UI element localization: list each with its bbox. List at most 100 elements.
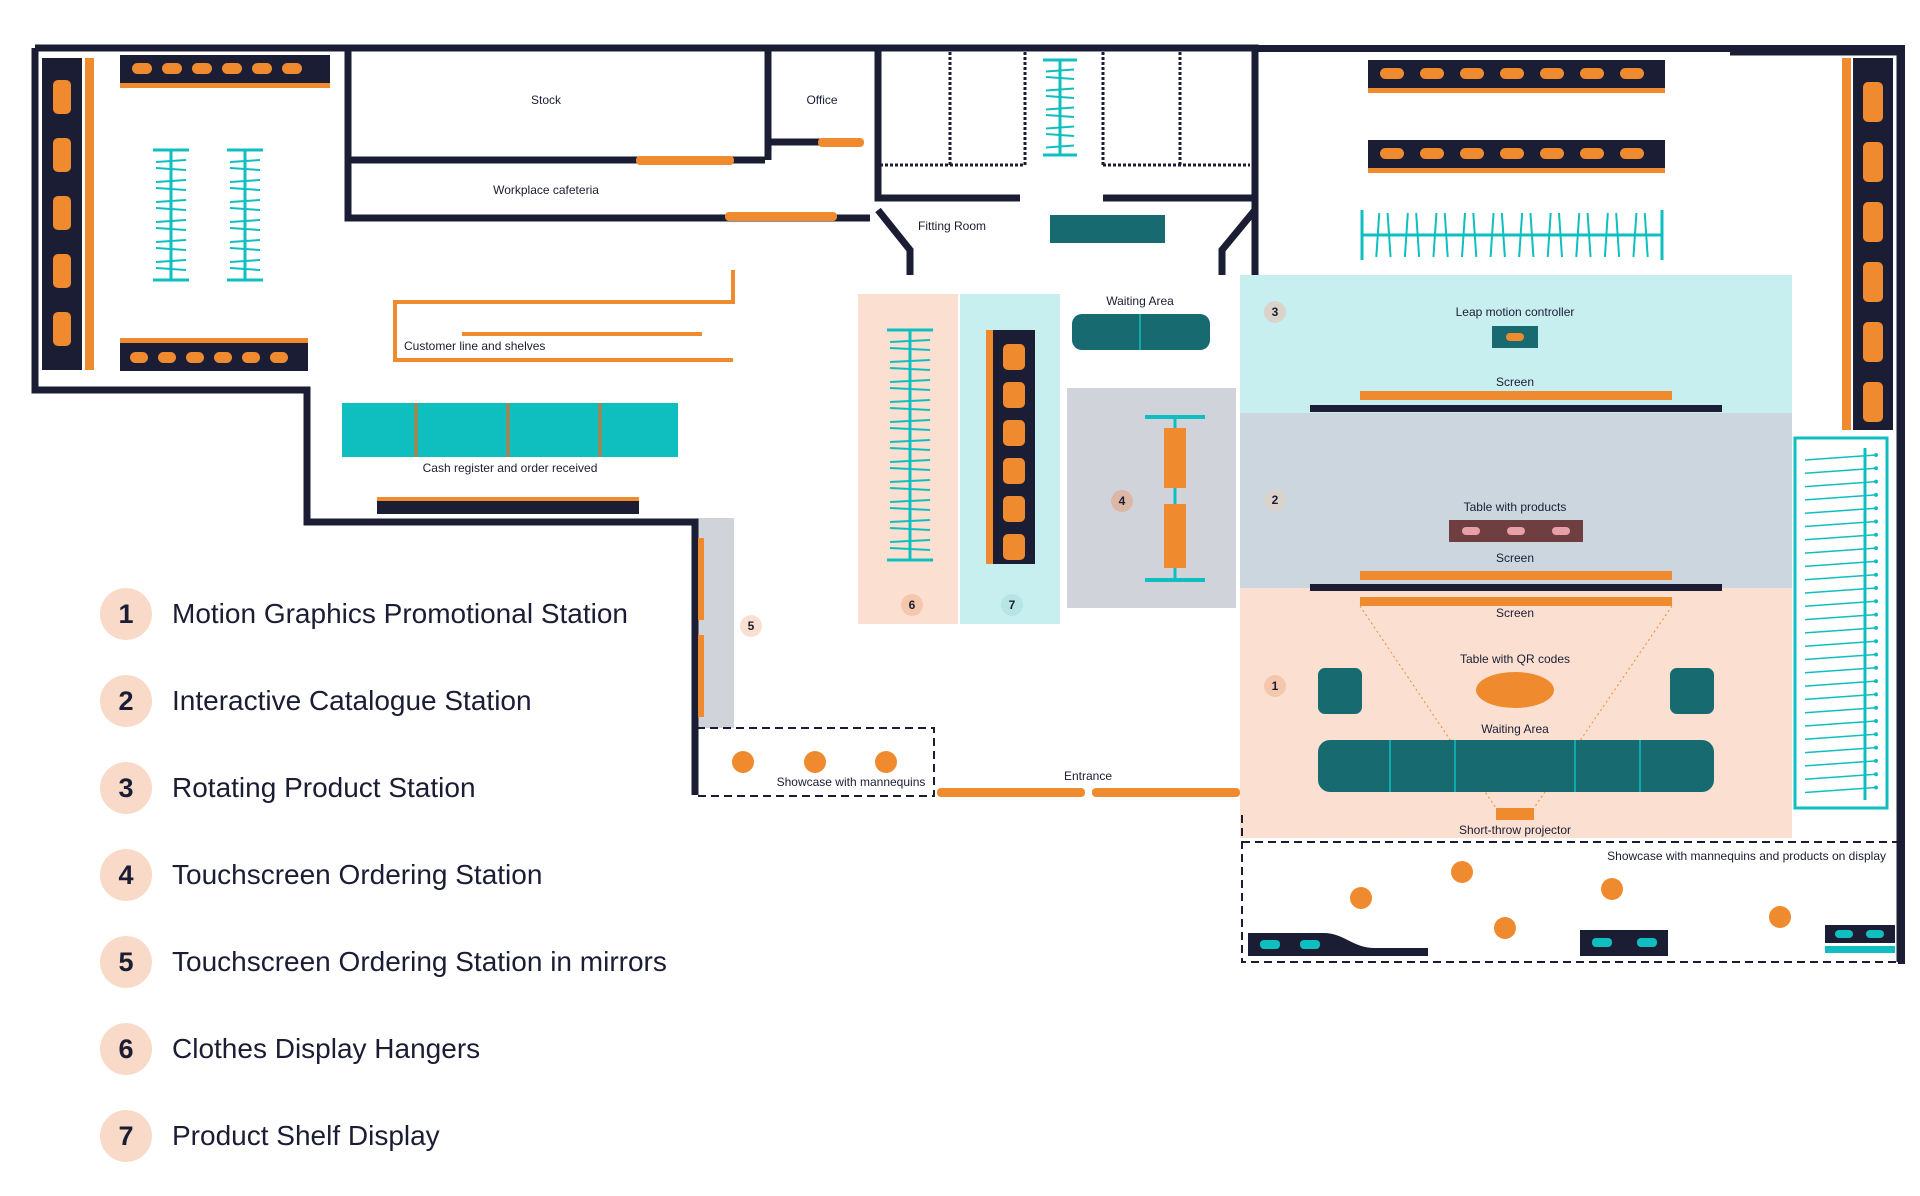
hanger: [1586, 212, 1592, 258]
mirror-panel-lower: [698, 635, 704, 717]
marker-4-circle: [1111, 490, 1133, 512]
hanger: [1804, 494, 1877, 501]
hanger-hook: [1874, 466, 1878, 471]
shelf-product: [1863, 322, 1883, 362]
hanger: [1500, 212, 1506, 258]
legend-label-2: Interactive Catalogue Station: [172, 685, 532, 716]
hanger: [889, 519, 931, 523]
table-product-3: [1552, 527, 1570, 535]
mannequin-1: [732, 751, 754, 773]
hanger: [1615, 212, 1621, 258]
shelf-product: [1003, 496, 1025, 522]
display-product-1: [1260, 940, 1280, 949]
hanger: [229, 167, 261, 171]
hanger: [1804, 480, 1877, 488]
hanger: [889, 379, 931, 383]
hanger-hook: [1874, 453, 1878, 457]
label-fitting-room: Fitting Room: [918, 219, 986, 233]
left-clothes-racks: [153, 148, 263, 282]
shelf-product: [158, 352, 176, 363]
marker-3: 3: [1272, 305, 1279, 319]
shelf-product: [1863, 262, 1883, 302]
bottom-left-shelf-edge: [120, 338, 308, 343]
bottom-left-shelf-products: [130, 352, 288, 363]
hanger: [1489, 212, 1495, 258]
legend-badge-4: 4: [100, 849, 152, 901]
cash-register-counter: [342, 403, 678, 457]
mannequin-right-1: [1350, 887, 1372, 909]
hanger-hook: [1874, 652, 1878, 657]
hanger: [889, 419, 931, 423]
hanger: [889, 367, 931, 371]
entrance-door-left: [937, 788, 1085, 797]
shelf-product: [53, 254, 71, 288]
legend-badge-1: 1: [100, 588, 152, 640]
hanger: [229, 207, 261, 211]
legend-label-5: Touchscreen Ordering Station in mirrors: [172, 946, 667, 977]
label-cash-register: Cash register and order received: [423, 461, 598, 475]
zone-4-touchscreen-stand: [1145, 415, 1205, 582]
hanger: [229, 227, 261, 231]
top-right-shelf-2-products: [1380, 148, 1644, 159]
hanger: [1415, 212, 1421, 258]
display-platform-right-edge: [1825, 946, 1895, 953]
hanger: [155, 207, 187, 211]
zone-2-interactive-catalogue: [1240, 413, 1792, 588]
shelf-product: [53, 80, 71, 114]
screen-mid: [1360, 571, 1672, 580]
legend-item-4: 4 Touchscreen Ordering Station: [100, 849, 542, 901]
fitting-rooms: [880, 52, 1250, 167]
hanger: [889, 339, 931, 343]
hanger: [1045, 95, 1075, 99]
hanger: [155, 239, 187, 243]
hanger: [229, 179, 261, 183]
legend-item-2: 2 Interactive Catalogue Station: [100, 675, 532, 727]
hanger-hook: [1874, 758, 1878, 763]
label-showcase-left: Showcase with mannequins: [777, 775, 926, 789]
shelf-product: [214, 352, 232, 363]
shelf-product: [192, 63, 212, 74]
hanger: [889, 347, 931, 351]
shelf-product: [1580, 68, 1604, 79]
hanger-hook: [1874, 572, 1878, 577]
customer-line-rails: [393, 270, 735, 362]
hanger: [889, 439, 931, 443]
hanger: [889, 399, 931, 403]
hanger-hook: [1874, 599, 1878, 604]
hanger: [1804, 613, 1877, 621]
label-entrance: Entrance: [1064, 769, 1112, 783]
hanger: [1518, 212, 1524, 258]
hanger-hook: [1874, 506, 1878, 511]
hanger: [1804, 640, 1877, 647]
label-table-qr: Table with QR codes: [1460, 652, 1570, 666]
hanger: [1575, 212, 1581, 258]
marker-2: 2: [1272, 493, 1279, 507]
mirror-panel-upper: [698, 538, 704, 620]
shelf-product: [1500, 68, 1524, 79]
label-table-products: Table with products: [1464, 500, 1567, 514]
shelf-product: [1460, 68, 1484, 79]
hanger: [889, 407, 931, 411]
hanger: [155, 179, 187, 183]
marker-1-circle: [1264, 675, 1286, 697]
hanger: [229, 267, 261, 271]
hanger-hook: [1874, 785, 1878, 790]
legend-badge-7: 7: [100, 1110, 152, 1162]
hanger: [1804, 693, 1877, 701]
label-screen-low: Screen: [1496, 606, 1534, 620]
screen-top-wall: [1310, 405, 1722, 412]
fitting-room-hanger-rack: [1043, 58, 1077, 157]
legend-label-3: Rotating Product Station: [172, 772, 476, 803]
hanger-hook: [1874, 492, 1878, 497]
projection-beam: [1359, 605, 1673, 809]
top-right-hanger-rack: [1360, 210, 1664, 260]
hanger: [229, 239, 261, 243]
cash-register-dividers: [414, 403, 602, 457]
table-with-qr-codes: [1476, 672, 1554, 708]
shelf-product: [1863, 202, 1883, 242]
shelf-product: [1540, 148, 1564, 159]
shelf-product: [130, 352, 148, 363]
display-product-6: [1866, 930, 1884, 938]
hanger: [1045, 144, 1075, 149]
office-door: [818, 138, 864, 147]
